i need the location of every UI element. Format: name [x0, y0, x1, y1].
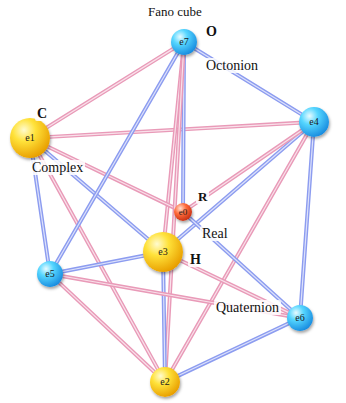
node-label: e6 — [295, 313, 304, 323]
vertex-caption: H — [188, 252, 203, 267]
tube-stroke — [301, 137, 313, 305]
sphere-node: e6 — [287, 305, 313, 331]
sphere-node: e4 — [299, 107, 329, 137]
tube-connector — [172, 135, 306, 369]
sphere-node: e1 — [10, 118, 50, 158]
tube-connector — [48, 147, 175, 208]
tube-connector — [179, 324, 289, 376]
tube-connector — [190, 218, 291, 309]
node-label: e4 — [309, 117, 318, 127]
tube-stroke — [63, 256, 144, 272]
node-label: e0 — [179, 208, 188, 217]
tube-stroke — [195, 49, 301, 114]
tube-connector — [63, 256, 144, 272]
tube-stroke — [163, 272, 164, 367]
vertex-caption: C — [35, 106, 49, 121]
vertex-caption: Octonion — [204, 58, 260, 73]
tube-stroke — [63, 256, 144, 272]
node-label: e7 — [179, 37, 188, 47]
tube-stroke — [47, 49, 173, 128]
vertex-caption: Real — [200, 226, 230, 241]
tube-stroke — [179, 324, 289, 376]
node-label: e2 — [160, 377, 169, 387]
tube-stroke — [63, 276, 287, 315]
node-label: e1 — [25, 133, 34, 143]
tube-stroke — [163, 272, 164, 367]
sphere-node: e5 — [37, 261, 63, 287]
tube-stroke — [195, 49, 301, 114]
tube-connector — [163, 272, 164, 367]
vertex-caption: R — [196, 190, 209, 204]
tube-stroke — [172, 135, 306, 369]
tube-stroke — [59, 283, 154, 372]
tube-stroke — [190, 218, 291, 309]
node-label: e3 — [158, 247, 167, 257]
vertex-caption: O — [204, 24, 219, 39]
tube-stroke — [47, 49, 173, 128]
tube-stroke — [63, 276, 287, 315]
sphere-node: e7 — [171, 29, 197, 55]
diagram-title: Fano cube — [148, 4, 202, 20]
tube-stroke — [48, 147, 175, 208]
tube-stroke — [172, 135, 306, 369]
sphere-node: e2 — [150, 367, 180, 397]
tube-stroke — [48, 147, 175, 208]
sphere-node: e3 — [143, 232, 183, 272]
tube-stroke — [190, 218, 291, 309]
vertex-caption: Quaternion — [214, 300, 281, 315]
vertex-caption: Complex — [30, 160, 85, 175]
tube-stroke — [179, 324, 289, 376]
node-label: e5 — [45, 269, 54, 279]
sphere-node: e0 — [174, 203, 192, 221]
tube-connector — [195, 49, 301, 114]
tube-connector — [59, 283, 154, 372]
tube-stroke — [59, 283, 154, 372]
tube-stroke — [301, 137, 313, 305]
tube-connector — [301, 137, 313, 305]
tube-connector — [47, 49, 173, 128]
tube-connector — [63, 276, 287, 315]
